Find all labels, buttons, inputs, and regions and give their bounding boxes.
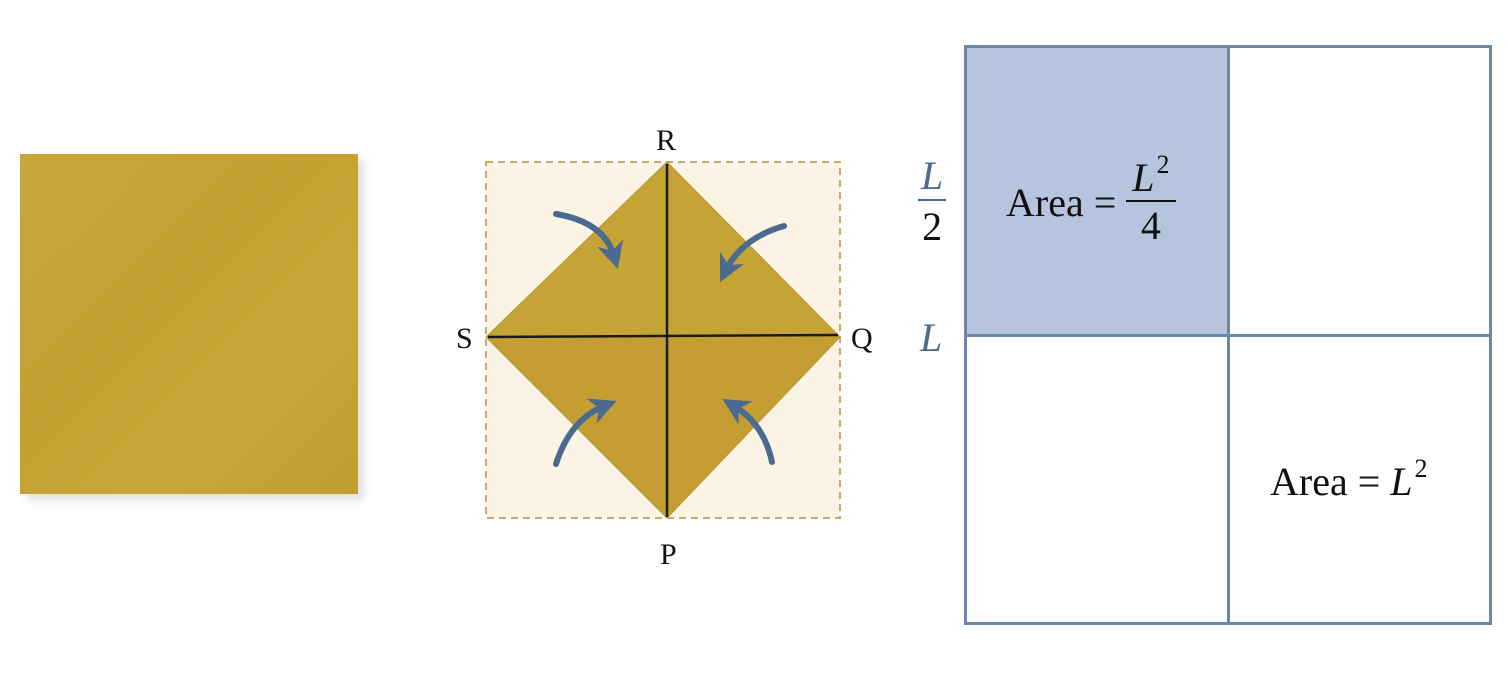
area-prefix: Area =	[1006, 179, 1117, 225]
total-area-formula: Area = L2	[1270, 454, 1428, 505]
folded-diamond	[485, 161, 841, 519]
vertex-label-p: P	[660, 538, 677, 571]
half-side-label: L 2	[918, 156, 947, 249]
area-variable: L	[1390, 459, 1413, 504]
half-side-denominator: 2	[922, 204, 943, 249]
numerator-exponent: 2	[1156, 150, 1170, 179]
numerator-variable: L	[1132, 155, 1155, 200]
grid-cell-bottom-left	[964, 334, 1230, 625]
grid-cell-bottom-right	[1227, 334, 1492, 625]
vertex-label-q: Q	[851, 322, 873, 355]
half-side-numerator: L	[918, 156, 947, 201]
vertex-label-s: S	[456, 322, 473, 355]
curved-arrow-icon	[553, 211, 624, 269]
grid-cell-top-right	[1227, 45, 1492, 337]
curved-arrow-icon	[719, 223, 787, 283]
area-prefix: Area =	[1270, 459, 1381, 504]
full-side-label: L	[920, 315, 943, 360]
highlighted-quarter-cell	[964, 45, 1230, 337]
unfolded-paper-square	[20, 154, 358, 494]
curved-arrow-icon	[553, 398, 617, 467]
fraction-denominator: 4	[1140, 203, 1161, 248]
diamond-shade-bottom	[486, 337, 840, 518]
fraction-numerator: L2	[1126, 152, 1176, 202]
area-grid	[964, 45, 1492, 625]
area-exponent: 2	[1414, 454, 1428, 483]
vertex-label-r: R	[656, 124, 677, 157]
quarter-area-formula: Area = L2 4	[1006, 152, 1176, 252]
area-fraction: L2 4	[1126, 152, 1176, 248]
horizontal-crease	[487, 333, 839, 339]
curved-arrow-icon	[722, 399, 775, 465]
